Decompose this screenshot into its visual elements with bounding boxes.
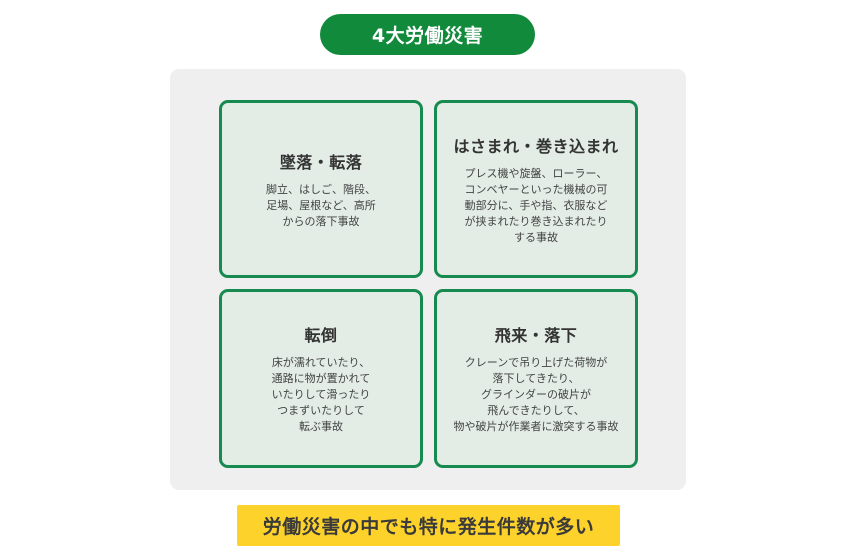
card-caught-in-machinery: はさまれ・巻き込まれ プレス機や旋盤、ローラー、 コンベヤーといった機械の可 動… <box>434 100 638 278</box>
summary-text: 労働災害の中でも特に発生件数が多い <box>262 516 595 538</box>
summary-banner: 労働災害の中でも特に発生件数が多い <box>237 505 620 546</box>
card-description: クレーンで吊り上げた荷物が 落下してきたり、 グラインダーの破片が 飛んできたり… <box>453 356 619 433</box>
card-title: はさまれ・巻き込まれ <box>453 136 619 156</box>
card-slips-and-trips: 転倒 床が濡れていたり、 通路に物が置かれて いたりして滑ったり つまずいたりし… <box>219 289 423 468</box>
card-falling-objects: 飛来・落下 クレーンで吊り上げた荷物が 落下してきたり、 グラインダーの破片が … <box>434 289 638 468</box>
card-description: プレス機や旋盤、ローラー、 コンベヤーといった機械の可 動部分に、手や指、衣服な… <box>464 166 608 244</box>
card-description: 床が濡れていたり、 通路に物が置かれて いたりして滑ったり つまずいたりして 転… <box>271 356 371 433</box>
card-title: 墜落・転落 <box>279 152 363 172</box>
title-badge: 4大労働災害 <box>320 14 535 55</box>
card-title: 転倒 <box>304 326 338 345</box>
card-description: 脚立、はしご、階段、 足場、屋根など、高所 からの落下事故 <box>266 182 376 228</box>
card-falls-from-height: 墜落・転落 脚立、はしご、階段、 足場、屋根など、高所 からの落下事故 <box>219 100 423 278</box>
card-title: 飛来・落下 <box>494 326 578 345</box>
title-text: 4大労働災害 <box>371 25 484 47</box>
